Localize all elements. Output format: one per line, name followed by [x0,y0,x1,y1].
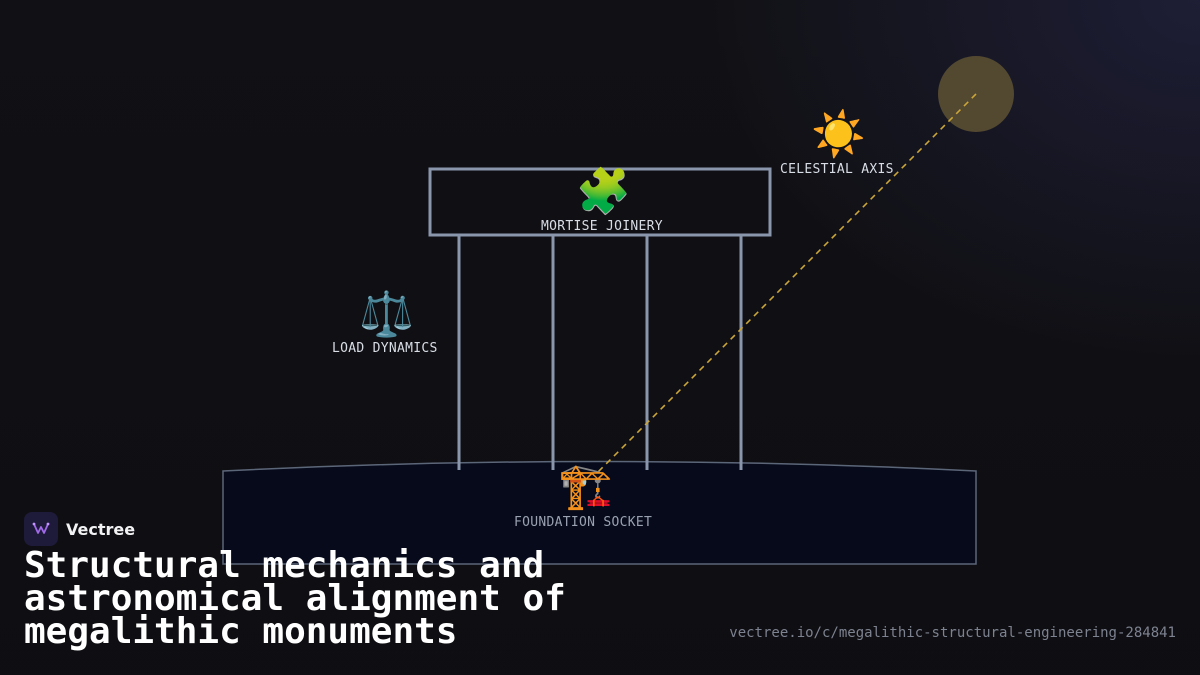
puzzle-piece-icon: 🧩 [576,166,631,217]
brand-name: Vectree [66,519,136,539]
balance-scale-icon: ⚖️ [359,289,414,340]
celestial-axis-label: CELESTIAL AXIS [780,162,894,177]
vectree-logo-icon [24,512,58,546]
source-url[interactable]: vectree.io/c/megalithic-structural-engin… [729,625,1176,641]
brand: Vectree [24,512,135,546]
alignment-line [595,93,977,475]
mortise-joinery-label: MORTISE JOINERY [541,219,663,234]
load-dynamics-label: LOAD DYNAMICS [332,341,438,356]
crane-icon: 🏗️ [558,461,613,512]
lintel-stone [428,167,772,237]
page-title: Structural mechanics and astronomical al… [24,545,566,652]
foundation-socket-shape [222,460,977,565]
sun-icon: ☀️ [811,109,866,160]
foundation-socket-label: FOUNDATION SOCKET [514,515,653,530]
